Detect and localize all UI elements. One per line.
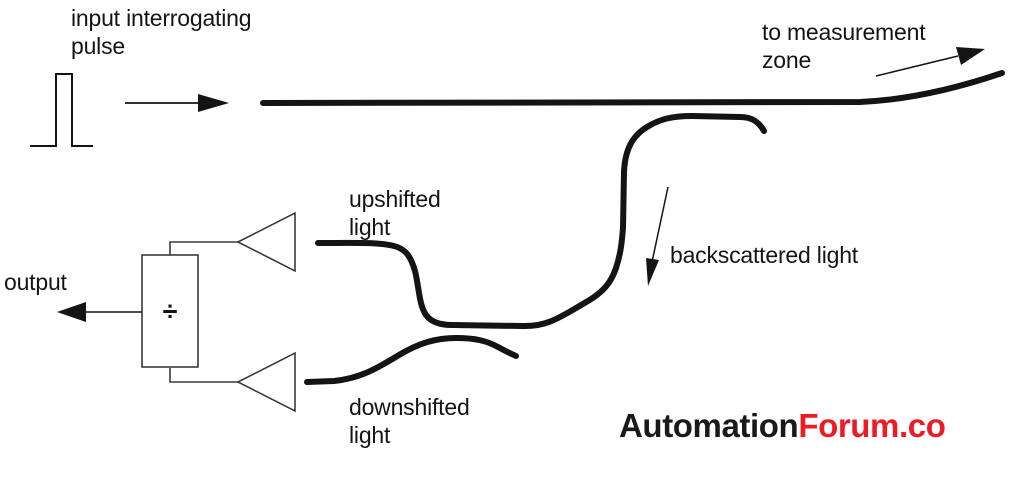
to-measurement-zone-label: to measurement zone <box>762 19 926 73</box>
backscatter-arrow-line <box>651 186 669 263</box>
divider-box <box>141 254 199 368</box>
measurement-arrow-head-icon <box>956 47 985 65</box>
top-amplifier-triangle-icon <box>236 211 296 273</box>
automationforum-logo: AutomationForum.co <box>619 407 946 445</box>
top-amplifier-wire <box>169 241 238 256</box>
bottom-amplifier-wire <box>169 368 238 383</box>
downshifted-light-label: downshifted light <box>349 394 470 448</box>
backscatter-arrow-head-icon <box>646 258 659 286</box>
upshifted-light-label: upshifted light <box>349 186 441 240</box>
downshifted-light-curve <box>304 335 519 385</box>
bottom-amplifier-triangle-icon <box>236 351 296 413</box>
output-arrow-head-icon <box>57 302 86 322</box>
logo-text-automation: Automation <box>619 407 799 444</box>
measurement-arrow-line <box>875 55 959 77</box>
input-arrow-head-icon <box>198 94 229 112</box>
output-label: output <box>4 269 67 295</box>
logo-text-forum-co: Forum.co <box>798 407 946 444</box>
optical-fiber-line <box>260 70 1005 106</box>
divide-symbol: ÷ <box>162 295 178 326</box>
backscattered-upshifted-light-curve <box>315 113 767 330</box>
pulse-waveform-icon <box>30 73 93 147</box>
backscattered-light-label: backscattered light <box>670 242 858 268</box>
input-interrogating-pulse-label: input interrogating pulse <box>71 5 252 59</box>
